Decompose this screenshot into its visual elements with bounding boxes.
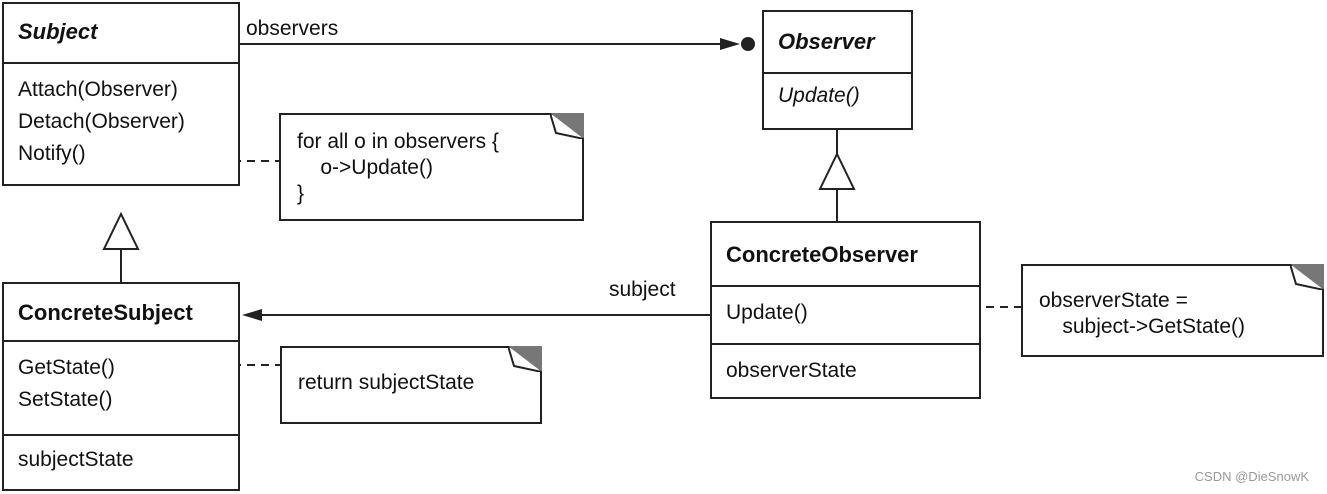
detach-operation: Detach(Observer) — [18, 110, 185, 133]
notify-note: for all o in observers { o->Update() } — [279, 113, 584, 221]
setstate-operation: SetState() — [18, 388, 113, 411]
attach-operation: Attach(Observer) — [18, 78, 178, 101]
concrete-observer-attributes: observerState — [712, 343, 979, 393]
concrete-observer-class[interactable]: ConcreteObserver Update() observerState — [710, 221, 981, 399]
subject-class[interactable]: Subject Attach(Observer) Detach(Observer… — [2, 2, 240, 186]
getstate-note-line-1: return subjectState — [298, 371, 475, 394]
observer-class[interactable]: Observer Update() — [762, 10, 913, 130]
update-note-line-1: observerState = — [1039, 289, 1188, 312]
many-multiplicity-dot — [741, 37, 755, 51]
getstate-operation: GetState() — [18, 356, 115, 379]
note-fold-icon — [508, 346, 542, 372]
update-note: observerState = subject->GetState() — [1021, 264, 1324, 357]
concrete-subject-attributes: subjectState — [4, 434, 238, 482]
observer-class-name: Observer — [778, 29, 875, 54]
subject-class-name: Subject — [18, 19, 98, 44]
update-note-line-2: subject->GetState() — [1039, 315, 1246, 338]
observer-update-operation: Update() — [778, 84, 860, 107]
notify-note-line-1: for all o in observers { — [297, 130, 499, 153]
observers-arrowhead — [720, 38, 740, 50]
notify-note-line-2: o->Update() — [297, 156, 433, 179]
observer-operations: Update() — [764, 72, 911, 118]
observer-inheritance-triangle — [818, 151, 856, 190]
observerstate-attribute: observerState — [726, 359, 857, 382]
notify-note-line-3: } — [297, 182, 305, 205]
concrete-subject-operations: GetState() SetState() — [4, 340, 238, 434]
subjectstate-attribute: subjectState — [18, 448, 134, 471]
concrete-subject-class[interactable]: ConcreteSubject GetState() SetState() su… — [2, 282, 240, 491]
subject-inheritance-triangle — [102, 211, 140, 250]
concrete-observer-update-operation: Update() — [726, 301, 808, 324]
concrete-observer-operations: Update() — [712, 285, 979, 343]
concrete-observer-class-name: ConcreteObserver — [726, 242, 918, 267]
getstate-note: return subjectState — [280, 346, 542, 424]
note-fold-icon — [1290, 264, 1324, 290]
watermark: CSDN @DieSnowK — [1194, 469, 1309, 484]
subject-operations: Attach(Observer) Detach(Observer) Notify… — [4, 62, 238, 176]
observers-label: observers — [246, 17, 339, 40]
notify-operation: Notify() — [18, 142, 86, 165]
subject-arrowhead — [242, 309, 262, 321]
subject-label: subject — [609, 278, 676, 301]
note-fold-icon — [550, 113, 584, 139]
concrete-subject-class-name: ConcreteSubject — [18, 300, 193, 325]
